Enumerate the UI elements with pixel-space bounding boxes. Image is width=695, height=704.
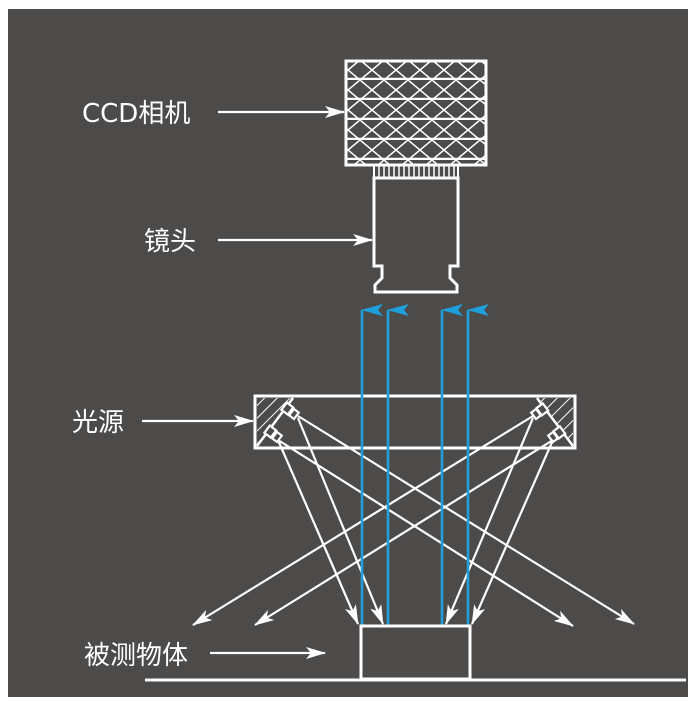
label-camera: CCD相机 bbox=[82, 99, 190, 129]
ray-left-to-object-1 bbox=[276, 439, 360, 625]
ray-left-to-far-right-1 bbox=[297, 415, 635, 625]
label-object: 被测物体 bbox=[84, 641, 188, 671]
ccd-camera bbox=[344, 59, 488, 179]
light-housing bbox=[253, 394, 577, 450]
right-led-icon bbox=[529, 401, 567, 444]
ring-light-source bbox=[253, 394, 577, 450]
reflected-rays bbox=[360, 304, 489, 626]
ray-right-to-object-1 bbox=[470, 439, 555, 625]
left-led-icon bbox=[262, 401, 301, 444]
ray-left-to-object-2 bbox=[296, 417, 385, 625]
label-light-source: 光源 bbox=[72, 408, 124, 438]
ray-right-to-far-left-2 bbox=[254, 439, 554, 626]
label-lens: 镜头 bbox=[144, 227, 196, 257]
inspected-object bbox=[359, 624, 472, 681]
lens-body bbox=[372, 176, 460, 294]
camera-body bbox=[344, 59, 488, 167]
ray-right-to-object-2 bbox=[444, 417, 535, 625]
ray-left-to-far-right-2 bbox=[277, 439, 574, 627]
